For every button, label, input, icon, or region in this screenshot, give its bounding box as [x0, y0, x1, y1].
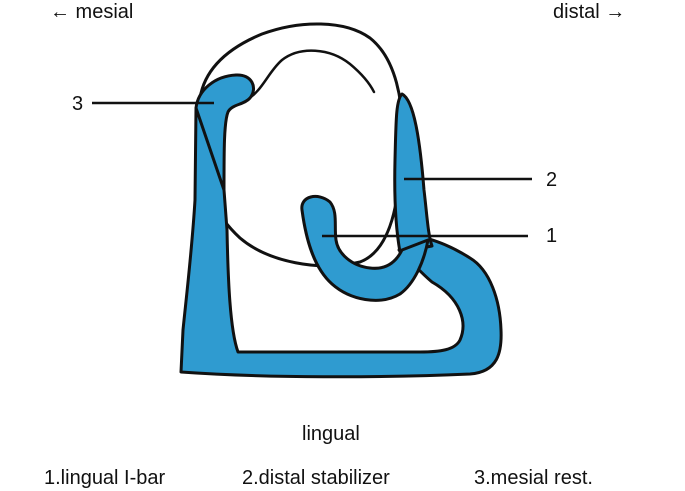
occlusal-contour-line: [244, 49, 376, 102]
legend-item-2: 2.distal stabilizer: [242, 467, 390, 489]
legend-item-1: 1.lingual I-bar: [44, 467, 166, 489]
legend-item-3: 3.mesial rest.: [474, 467, 593, 489]
mesial-direction-label: ← mesial: [50, 1, 133, 23]
tooth-crown-outline: [198, 22, 404, 268]
distal-stabilizer: [393, 92, 434, 254]
distal-direction-label: distal →: [553, 1, 625, 23]
callout-3: 3: [72, 93, 83, 115]
major-connector: [179, 106, 503, 379]
callout-2: 2: [546, 169, 557, 191]
callout-1: 1: [546, 225, 557, 247]
lingual-i-bar: [300, 194, 430, 302]
lingual-label: lingual: [302, 423, 360, 445]
